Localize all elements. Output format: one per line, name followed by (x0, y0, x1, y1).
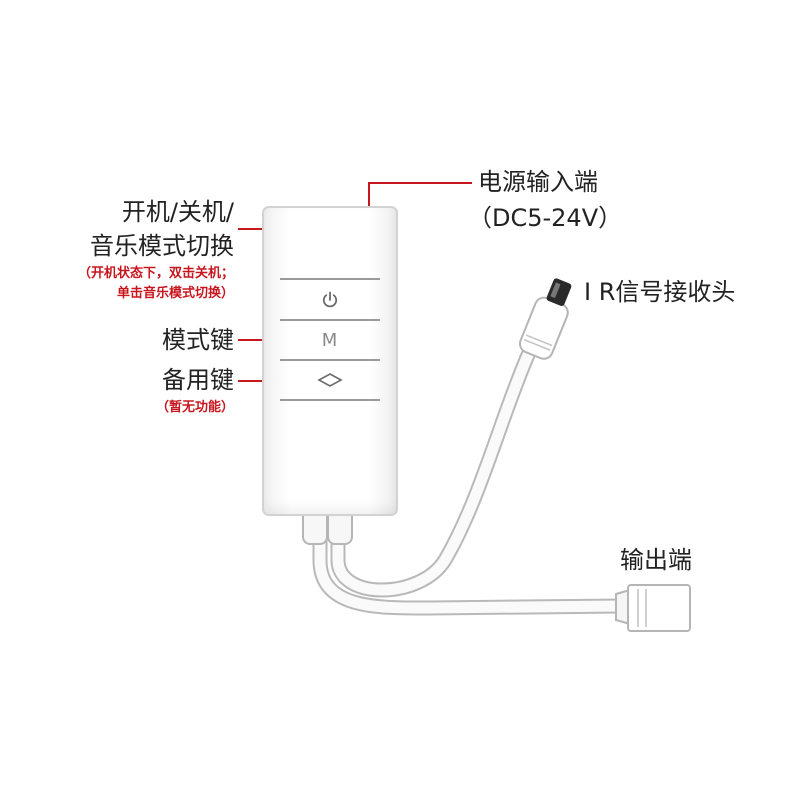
label-output: 输出端 (620, 546, 692, 574)
label-mode-key: 模式键 (162, 326, 234, 354)
label-power-button-line1: 开机/关机/ (121, 198, 234, 226)
label-power-button-line2: 音乐模式切换 (90, 232, 234, 260)
note-power-button-line2: 单击音乐模式切换） (116, 286, 234, 301)
label-power-input: 电源输入端 (478, 168, 598, 196)
note-power-button-line1: （开机状态下，双击关机； (77, 266, 234, 281)
label-power-voltage: （DC5-24V） (468, 204, 623, 232)
output-cable (312, 532, 630, 616)
mode-button-glyph: M (321, 329, 339, 351)
controller-body: M (262, 206, 398, 516)
ir-receiver-head (518, 278, 572, 360)
divider-line (280, 359, 380, 361)
divider-line (280, 399, 380, 401)
note-spare-key: （暂无功能） (155, 400, 234, 415)
label-spare-key: 备用键 (162, 366, 234, 394)
power-button[interactable] (310, 287, 350, 313)
power-icon (322, 291, 338, 308)
leader-power-input (368, 182, 472, 206)
divider-line (280, 319, 380, 321)
output-connector (615, 584, 691, 632)
divider-line (280, 278, 380, 280)
diamond-icon (317, 373, 343, 387)
label-ir-receiver: I R信号接收头 (584, 278, 736, 306)
mode-button[interactable]: M (310, 327, 350, 353)
spare-button[interactable] (310, 367, 350, 393)
